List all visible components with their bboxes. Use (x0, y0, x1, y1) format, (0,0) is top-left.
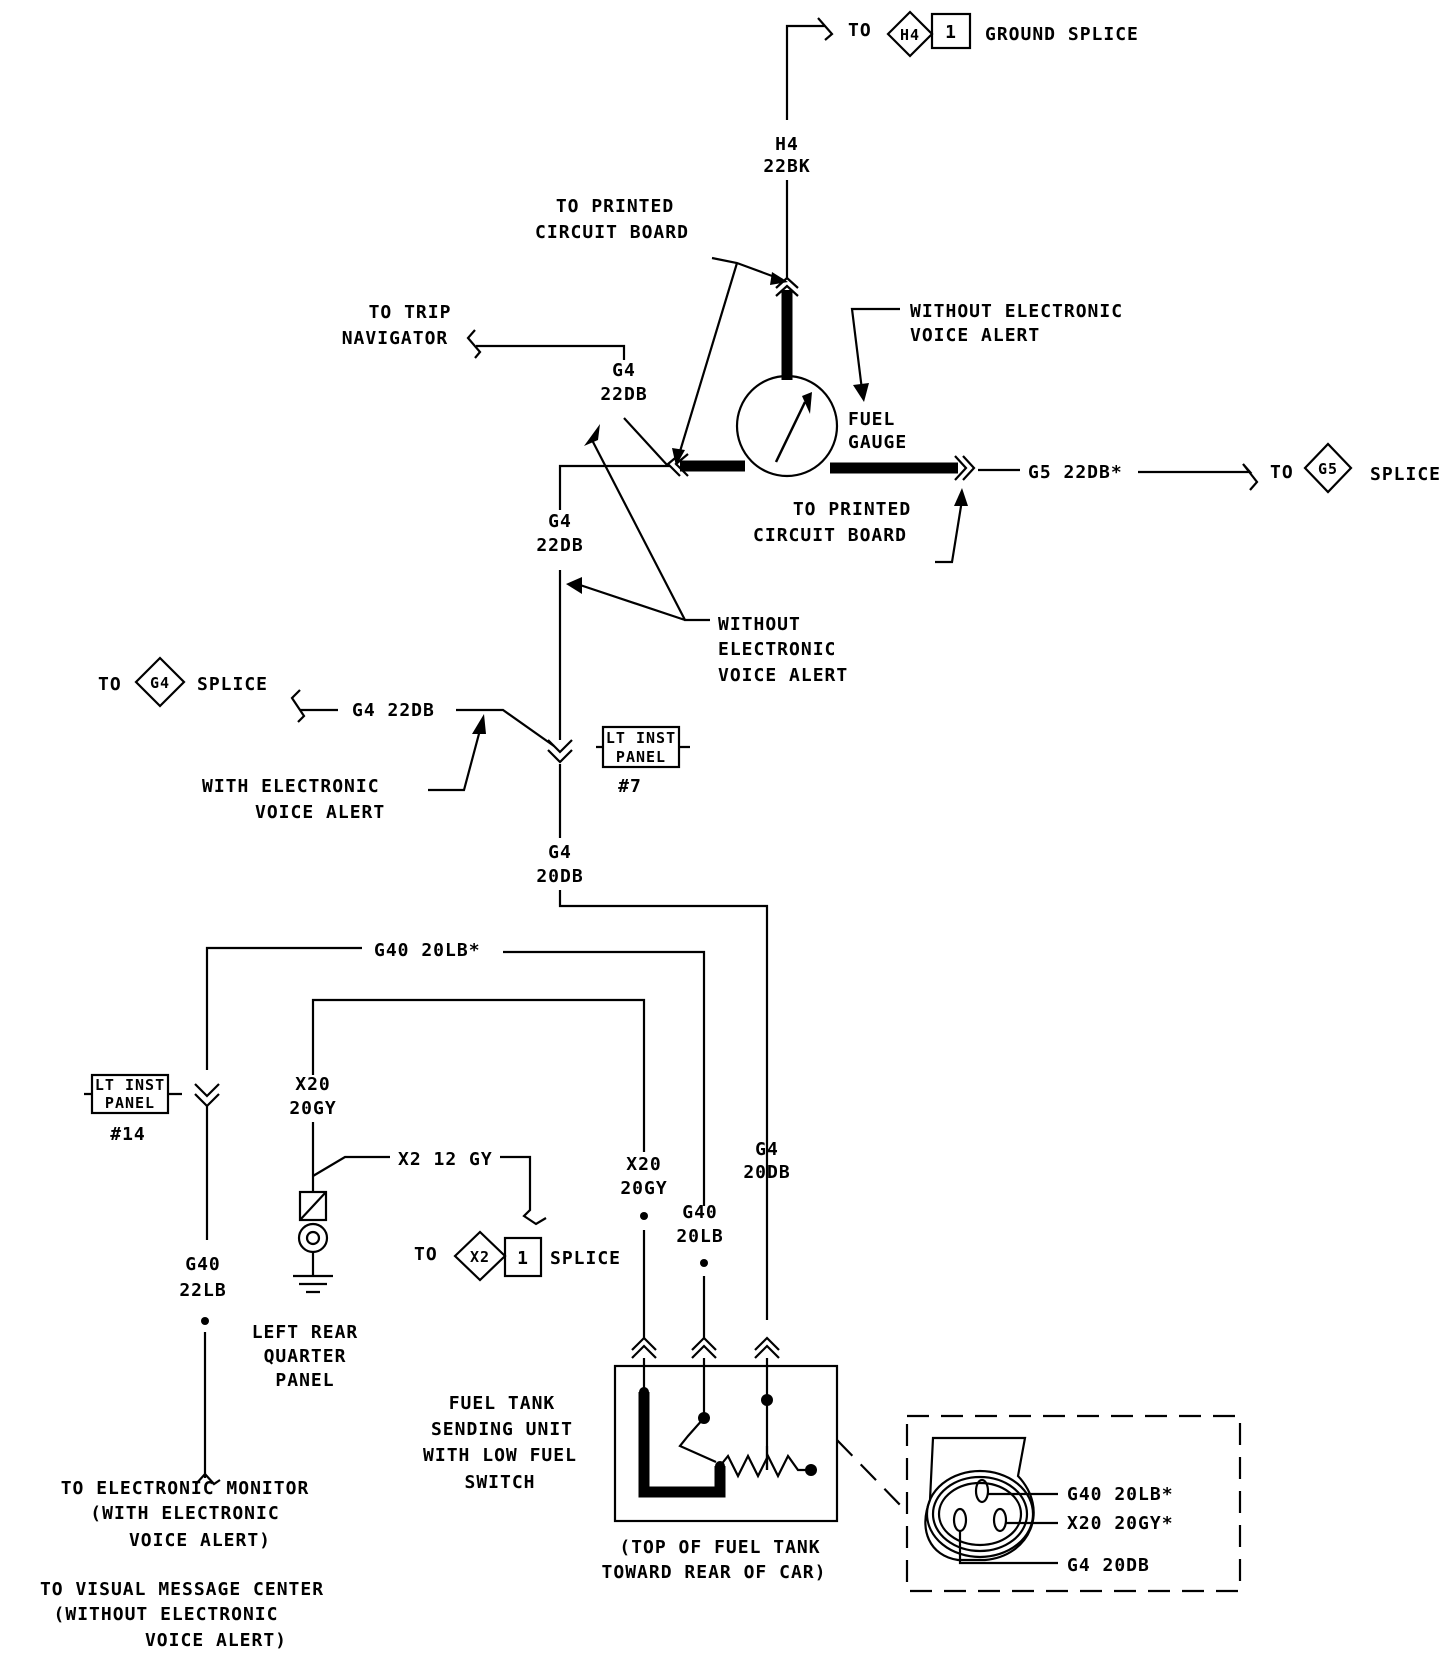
monitor-line2: (WITH ELECTRONIC (90, 1503, 279, 1524)
pcb-bottom-line2: CIRCUIT BOARD (753, 525, 907, 546)
tank-note-line2: TOWARD REAR OF CAR) (602, 1562, 827, 1583)
pin-x20-icon (992, 1507, 1008, 1533)
sending-unit-box (613, 1364, 839, 1523)
g4-splice-wire-label: G4 22DB (352, 700, 435, 721)
pin-g40-icon (974, 1478, 990, 1504)
trip-nav-line2: NAVIGATOR (342, 328, 449, 349)
x2-splice-to: TO (414, 1244, 438, 1265)
connector-14-line2: PANEL (105, 1094, 155, 1112)
x20-right-gauge: 20GY (620, 1178, 667, 1199)
h4-wire-circuit: H4 (775, 134, 799, 155)
g4-upper-gauge: 22DB (600, 384, 647, 405)
vmc-line3: VOICE ALERT) (145, 1630, 287, 1651)
sending-unit-line1: FUEL TANK (449, 1393, 556, 1414)
g4-splice-id: G4 (150, 674, 170, 692)
ground-component-icon (293, 1190, 333, 1294)
x2-splice-id: X2 (470, 1248, 490, 1266)
sending-unit-line3: WITH LOW FUEL (423, 1445, 577, 1466)
x20-left-circuit: X20 (295, 1074, 331, 1095)
pcb-top-line2: CIRCUIT BOARD (535, 222, 689, 243)
pcb-bottom-line1: TO PRINTED (793, 499, 911, 520)
h4-splice-id: H4 (900, 26, 920, 44)
g4-splice-label: SPLICE (197, 674, 268, 695)
g5-splice-label: SPLICE (1370, 464, 1441, 485)
g4-splice-diamond-icon (134, 656, 186, 708)
sending-unit-line4: SWITCH (464, 1472, 535, 1493)
x2-splice-label: SPLICE (550, 1248, 621, 1269)
without-eva-mid-line3: VOICE ALERT (718, 665, 848, 686)
without-eva-mid-line1: WITHOUT (718, 614, 801, 635)
sending-unit-line2: SENDING UNIT (431, 1419, 573, 1440)
with-eva-line2: VOICE ALERT (255, 802, 385, 823)
fuel-tank-sending-unit (613, 1336, 839, 1523)
g4-20db-wire (558, 890, 769, 1320)
without-eva-top-line2: VOICE ALERT (910, 325, 1040, 346)
connector-view-pin2: X20 20GY* (1067, 1513, 1174, 1534)
fuel-gauge (666, 276, 976, 481)
g4-mid-circuit: G4 (548, 511, 572, 532)
trip-nav-line1: TO TRIP (369, 302, 452, 323)
g40-top-label: G40 20LB* (374, 940, 481, 961)
fuel-gauge-icon (735, 374, 839, 478)
connector-view-pin1: G40 20LB* (1067, 1484, 1174, 1505)
pin-g4-icon (952, 1507, 968, 1533)
vmc-line1: TO VISUAL MESSAGE CENTER (40, 1579, 324, 1600)
g4-splice-to: TO (98, 674, 122, 695)
fuel-gauge-line2: GAUGE (848, 432, 907, 453)
without-eva-mid-line2: ELECTRONIC (718, 639, 836, 660)
connector-14-line1: LT INST (95, 1076, 165, 1094)
tank-note-line1: (TOP OF FUEL TANK (619, 1537, 820, 1558)
x20-left-gauge: 20GY (289, 1098, 336, 1119)
h4-ground-splice-group: TO H4 1 GROUND SPLICE (785, 10, 1139, 120)
g4-upper-circuit: G4 (612, 360, 636, 381)
ground-line3: PANEL (275, 1370, 334, 1391)
g40-left-circuit: G40 (185, 1254, 221, 1275)
ground-line1: LEFT REAR (252, 1322, 359, 1343)
h4-wire-gauge: 22BK (763, 156, 810, 177)
pcb-top-line1: TO PRINTED (556, 196, 674, 217)
connector-7-line1: LT INST (606, 729, 676, 747)
ground-line2: QUARTER (264, 1346, 347, 1367)
g5-splice-to: TO (1270, 462, 1294, 483)
x2-splice-pin-box (503, 1236, 543, 1278)
vmc-line2: (WITHOUT ELECTRONIC (54, 1604, 279, 1625)
g40-right-gauge: 20LB (676, 1226, 723, 1247)
without-eva-top-line1: WITHOUT ELECTRONIC (910, 301, 1123, 322)
g4-right-gauge: 20DB (743, 1162, 790, 1183)
connector-14-num: #14 (110, 1124, 146, 1145)
g4-20db-a-circuit: G4 (548, 842, 572, 863)
monitor-line3: VOICE ALERT) (129, 1530, 271, 1551)
h4-splice-pin: 1 (945, 22, 957, 43)
g4-mid-gauge: 22DB (536, 535, 583, 556)
connector-view-pin3: G4 20DB (1067, 1555, 1150, 1576)
x2-splice-pin: 1 (517, 1248, 529, 1269)
with-eva-line1: WITH ELECTRONIC (202, 776, 380, 797)
g5-wire-label: G5 22DB* (1028, 462, 1123, 483)
x2-wire-label: X2 12 GY (398, 1149, 493, 1170)
ground-splice-label: GROUND SPLICE (985, 24, 1139, 45)
g40-right-circuit: G40 (682, 1202, 718, 1223)
x20-right-circuit: X20 (626, 1154, 662, 1175)
h4-splice-pin-box (930, 12, 972, 50)
monitor-line1: TO ELECTRONIC MONITOR (61, 1478, 310, 1499)
g4-right-circuit: G4 (755, 1139, 779, 1160)
g5-splice-id: G5 (1318, 460, 1338, 478)
g5-splice-diamond-icon (1303, 442, 1353, 494)
ground-splice-to-text: TO (848, 20, 872, 41)
connector-view (905, 1414, 1242, 1593)
connector-7-num: #7 (618, 776, 642, 797)
g4-20db-a-gauge: 20DB (536, 866, 583, 887)
g40-left-gauge: 22LB (179, 1280, 226, 1301)
fuel-gauge-line1: FUEL (848, 409, 895, 430)
connector-7-line2: PANEL (616, 748, 666, 766)
